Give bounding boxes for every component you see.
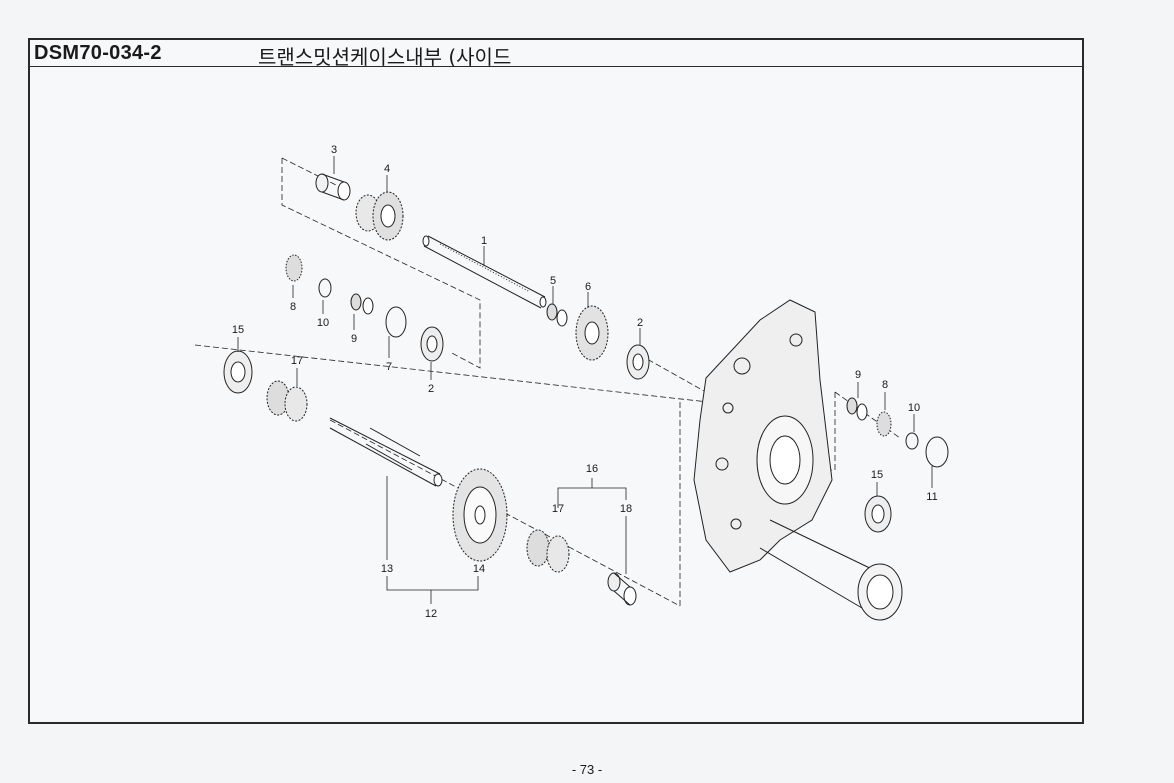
- small-gear-part-8-right: [876, 411, 892, 437]
- label-part-16: 16: [586, 463, 598, 475]
- label-part-14: 14: [473, 563, 485, 575]
- label-part-3: 3: [331, 144, 337, 156]
- label-part-13: 13: [381, 563, 393, 575]
- gear-part-6: [575, 305, 609, 361]
- label-part-1: 1: [481, 235, 487, 247]
- spline-gear-part-17-center: [526, 529, 570, 573]
- large-gear-part-14: [452, 468, 508, 562]
- ring-part-10-left: [318, 278, 332, 298]
- bushing-part-3: [315, 173, 351, 201]
- label-part-12: 12: [425, 608, 437, 620]
- part-code: DSM70-034-2: [34, 42, 162, 64]
- label-part-10-left: 10: [317, 317, 329, 329]
- section-title: 트랜스밋션케이스내부 (사이드: [258, 45, 512, 69]
- label-part-9-left: 9: [351, 333, 357, 345]
- spline-gear-part-17-left: [266, 380, 308, 422]
- part-labels: 1 2 2 3 4 5 6 7 8 8 9 9 10 10 11 12 13 1…: [232, 144, 938, 620]
- label-part-6: 6: [585, 281, 591, 293]
- sheet-header: DSM70-034-2 트랜스밋션케이스내부 (사이드: [30, 40, 1082, 69]
- label-part-7: 7: [386, 361, 392, 373]
- label-part-5: 5: [550, 275, 556, 287]
- label-part-17-left: 17: [291, 355, 303, 367]
- label-part-2-right: 2: [637, 317, 643, 329]
- transmission-case: [693, 299, 903, 621]
- label-part-9-right: 9: [855, 369, 861, 381]
- bushing-part-5: [546, 303, 568, 327]
- label-part-8-left: 8: [290, 301, 296, 313]
- snap-ring-part-7: [385, 306, 407, 338]
- label-part-15-right: 15: [871, 469, 883, 481]
- shaft-part-13: [329, 417, 443, 487]
- parts-sheet: DSM70-034-2 트랜스밋션케이스내부 (사이드: [28, 38, 1084, 724]
- label-part-15-left: 15: [232, 324, 244, 336]
- leader-lines: [237, 156, 933, 604]
- label-part-8-right: 8: [882, 379, 888, 391]
- bushing-part-18: [607, 572, 637, 606]
- label-part-18: 18: [620, 503, 632, 515]
- bearing-part-2-left: [420, 326, 444, 362]
- bushing-part-9-left: [350, 293, 374, 315]
- label-part-17-center: 17: [552, 503, 564, 515]
- label-part-10-right: 10: [908, 402, 920, 414]
- label-part-4: 4: [384, 163, 390, 175]
- label-part-2-left: 2: [428, 383, 434, 395]
- small-gear-part-8-left: [285, 254, 303, 282]
- bearing-part-15-right: [864, 495, 892, 533]
- bearing-part-2-right: [626, 344, 650, 380]
- double-gear-part-4: [355, 191, 404, 241]
- ring-part-10-right: [905, 432, 919, 450]
- page-number: - 73 -: [571, 762, 603, 777]
- snap-ring-part-11: [925, 436, 949, 468]
- main-shaft-part-1: [422, 235, 547, 309]
- bushing-part-9-right: [846, 397, 868, 421]
- bearing-part-15-left: [223, 350, 253, 394]
- label-part-11: 11: [926, 491, 937, 503]
